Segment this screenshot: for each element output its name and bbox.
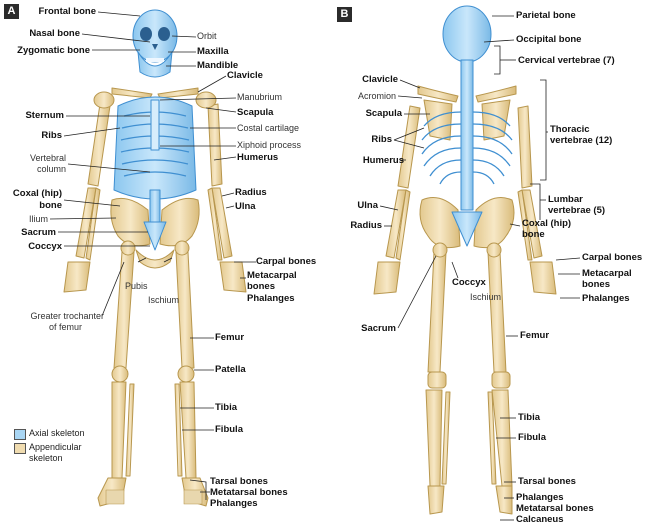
label-zygomatic-bone: Zygomatic bone xyxy=(17,45,90,56)
label-greater-trochanter-1: Greater trochanter xyxy=(30,311,104,321)
label-patella: Patella xyxy=(215,364,246,375)
label-acromion: Acromion xyxy=(357,91,396,101)
label-fibula: Fibula xyxy=(215,424,243,435)
legend-item-appendicular: Appendicular skeleton xyxy=(14,442,99,464)
panel-b-badge: B xyxy=(337,7,352,22)
label-ribs-b: Ribs xyxy=(371,134,392,145)
label-phalanges-foot-b: Phalanges xyxy=(516,492,564,503)
label-metacarpal-bones-1: Metacarpal xyxy=(247,270,297,281)
label-metacarpal-bones-b-1: Metacarpal xyxy=(582,268,632,279)
label-calcaneus: Calcaneus xyxy=(516,514,564,525)
label-tarsal-bones: Tarsal bones xyxy=(210,476,268,487)
label-carpal-bones: Carpal bones xyxy=(256,256,317,267)
label-humerus-b: Humerus xyxy=(362,155,404,166)
label-coxal-bone-b-1: Coxal (hip) xyxy=(522,218,572,229)
label-coccyx: Coccyx xyxy=(28,241,62,252)
label-metacarpal-bones-2: bones xyxy=(247,281,275,292)
label-occipital-bone: Occipital bone xyxy=(516,34,582,45)
label-radius-b: Radius xyxy=(350,220,382,231)
legend-label-axial: Axial skeleton xyxy=(29,428,85,438)
label-phalanges-hand: Phalanges xyxy=(247,293,295,304)
label-mandible: Mandible xyxy=(197,60,239,71)
label-thoracic-vertebrae-2: vertebrae (12) xyxy=(550,135,613,146)
label-ischium: Ischium xyxy=(148,295,180,305)
label-sacrum-b: Sacrum xyxy=(361,323,396,334)
label-humerus: Humerus xyxy=(237,152,279,163)
label-costal-cartilage: Costal cartilage xyxy=(237,123,300,133)
legend-item-axial: Axial skeleton xyxy=(14,428,99,440)
label-greater-trochanter-2: of femur xyxy=(48,322,82,332)
label-maxilla: Maxilla xyxy=(197,46,229,57)
label-scapula: Scapula xyxy=(237,107,274,118)
label-frontal-bone: Frontal bone xyxy=(38,6,96,17)
label-ulna: Ulna xyxy=(235,201,256,212)
label-fibula-b: Fibula xyxy=(518,432,546,443)
label-xiphoid-process: Xiphoid process xyxy=(237,140,302,150)
label-nasal-bone: Nasal bone xyxy=(29,28,80,39)
label-parietal-bone: Parietal bone xyxy=(516,10,576,21)
label-metacarpal-bones-b-2: bones xyxy=(582,279,610,290)
label-thoracic-vertebrae-1: Thoracic xyxy=(550,124,590,135)
label-ribs: Ribs xyxy=(41,130,62,141)
label-lumbar-vertebrae-2: vertebrae (5) xyxy=(548,205,606,216)
label-tibia-b: Tibia xyxy=(518,412,540,423)
label-clavicle-b: Clavicle xyxy=(362,74,398,85)
legend-swatch-axial xyxy=(14,429,26,440)
label-coxal-bone-2: bone xyxy=(39,200,62,211)
legend-swatch-appendicular xyxy=(14,443,26,454)
label-vertebral-column-1: Vertebral xyxy=(29,153,66,163)
legend-label-appendicular: Appendicular skeleton xyxy=(29,442,82,463)
label-carpal-bones-b: Carpal bones xyxy=(582,252,643,263)
anterior-skeleton xyxy=(63,9,247,507)
label-coxal-bone-b-2: bone xyxy=(522,229,545,240)
label-sternum: Sternum xyxy=(25,110,64,121)
label-vertebral-column-2: column xyxy=(36,164,66,174)
label-femur: Femur xyxy=(215,332,245,343)
label-ischium-b: Ischium xyxy=(470,292,502,302)
label-metatarsal-bones: Metatarsal bones xyxy=(210,487,288,498)
label-radius: Radius xyxy=(235,187,267,198)
label-ulna-b: Ulna xyxy=(357,200,378,211)
legend: Axial skeleton Appendicular skeleton xyxy=(14,428,99,466)
label-manubrium: Manubrium xyxy=(237,92,283,102)
label-coxal-bone-1: Coxal (hip) xyxy=(12,188,62,199)
label-ilium: Ilium xyxy=(28,214,48,224)
label-femur-b: Femur xyxy=(520,330,550,341)
label-metatarsal-bones-b: Metatarsal bones xyxy=(516,503,594,514)
label-sacrum: Sacrum xyxy=(21,227,56,238)
label-phalanges-hand-b: Phalanges xyxy=(582,293,630,304)
label-tarsal-bones-b: Tarsal bones xyxy=(518,476,576,487)
label-scapula-b: Scapula xyxy=(365,108,402,119)
label-lumbar-vertebrae-1: Lumbar xyxy=(548,194,583,205)
label-phalanges-foot: Phalanges xyxy=(210,498,258,509)
label-coccyx-b: Coccyx xyxy=(452,277,486,288)
leader-lines xyxy=(49,11,581,521)
label-orbit: Orbit xyxy=(197,31,217,41)
label-tibia: Tibia xyxy=(215,402,237,413)
sternum-bone xyxy=(150,99,160,151)
label-pubis: Pubis xyxy=(125,281,148,291)
label-clavicle: Clavicle xyxy=(227,70,263,81)
label-cervical-vertebrae: Cervical vertebrae (7) xyxy=(518,55,615,66)
posterior-skeleton xyxy=(373,5,557,515)
panel-a-badge: A xyxy=(4,4,19,19)
